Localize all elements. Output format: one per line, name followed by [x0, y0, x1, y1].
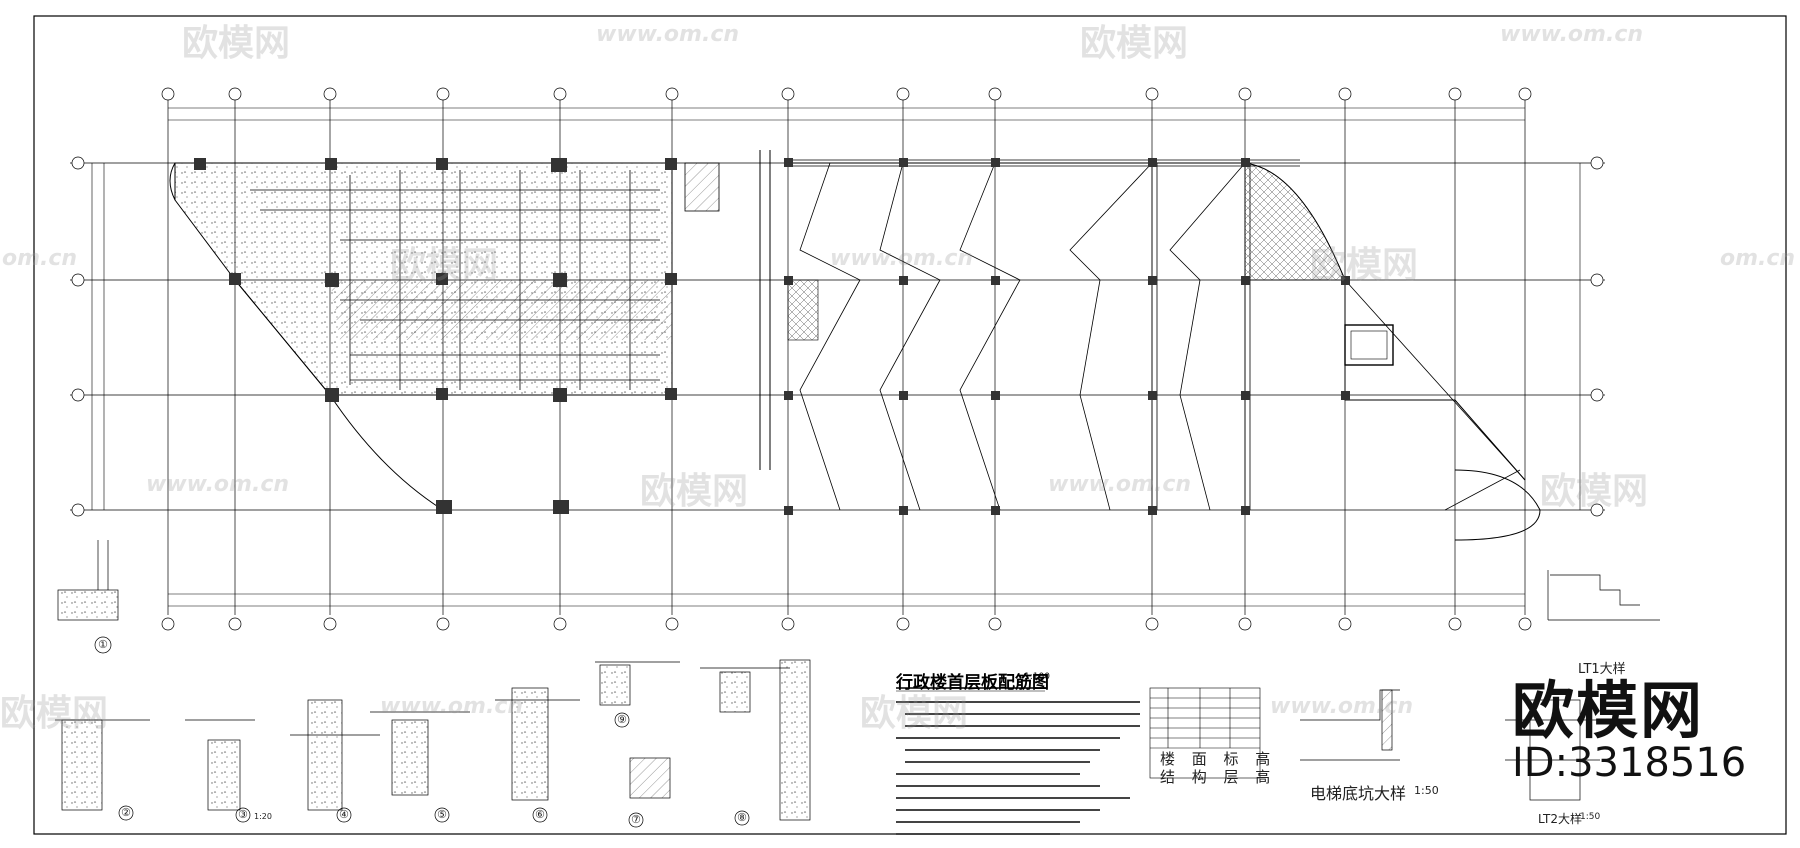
lt2-detail: [1505, 699, 1600, 801]
watermark-url: www.om.cn: [380, 694, 524, 719]
elevator-pit-detail-title: 电梯底坑大样: [1310, 784, 1407, 803]
watermark-url: www.om.cn: [1048, 472, 1192, 497]
elevator-pit-detail-scale: 1:50: [1414, 784, 1439, 797]
top-dimension-lines: [168, 107, 1525, 121]
brand-logo-text: 欧模网: [1512, 674, 1705, 747]
watermark-logo: 欧模网: [1080, 23, 1189, 64]
vertical-grid-axes: [167, 100, 1526, 615]
notes-text-lines: [896, 701, 1140, 835]
drawing-title: 行政楼首层板配筋图: [896, 673, 1049, 693]
section-detail-1: [57, 540, 119, 654]
right-slab-outline: [788, 162, 1526, 481]
section-label-7: ⑦: [631, 813, 641, 826]
watermark-logo: 欧模网: [1540, 471, 1649, 512]
slab-span-lines: [799, 162, 1246, 511]
grid-bubbles-bottom: [161, 617, 1532, 631]
section-label-5: ⑤: [437, 808, 447, 821]
left-curved-corner: [169, 162, 176, 201]
watermark-url: www.om.cn: [830, 246, 974, 271]
drawing-title-scale: 1:100: [1024, 672, 1050, 682]
grid-bubbles-side: [71, 156, 1604, 517]
watermark-logo: 欧模网: [0, 693, 109, 734]
elevator-pit-detail: [1300, 689, 1400, 761]
right-stair-curve: [1454, 469, 1541, 541]
table-label-floor-elevation: 楼 面 标 高: [1160, 750, 1277, 768]
brand-id: ID:3318516: [1512, 740, 1747, 786]
section-label-1: ①: [98, 638, 108, 651]
lt1-detail: [1547, 570, 1660, 621]
section-label-6: ⑥: [535, 808, 545, 821]
section-label-3: ③: [238, 808, 248, 821]
watermark-logo: 欧模网: [640, 471, 749, 512]
table-label-structure-height: 结 构 层 高: [1160, 768, 1277, 786]
lt1-detail-title: LT1大样: [1578, 662, 1626, 677]
watermark-logo: 欧模网: [390, 245, 499, 286]
wall-lines: [759, 150, 771, 470]
lt2-detail-title: LT2大样: [1538, 812, 1582, 826]
floor-elevation-table: [1149, 687, 1261, 779]
rebar-lines-left: [250, 170, 660, 390]
grid-bubbles-top: [161, 87, 1532, 101]
watermark-url: www.om.cn: [1270, 694, 1414, 719]
bottom-dimension-lines: [168, 593, 1525, 607]
watermark-logo: 欧模网: [182, 23, 291, 64]
watermark-url: www.om.cn: [146, 472, 290, 497]
lt2-detail-scale: 1:50: [1580, 812, 1601, 822]
section-label-4: ④: [339, 808, 349, 821]
section-details: [55, 659, 811, 828]
double-beam-lines: [788, 159, 1300, 510]
elevator-box: [1344, 324, 1394, 366]
left-slab-diagonal-band: [330, 280, 672, 340]
watermark-url-partial: om.cn: [1720, 246, 1796, 271]
stair-box: [684, 162, 720, 212]
watermark-url: www.om.cn: [596, 22, 740, 47]
section-label-2: ②: [121, 806, 131, 819]
section-label-8: ⑧: [737, 811, 747, 824]
section-scale: 1:20: [254, 812, 272, 821]
watermark-url: www.om.cn: [1500, 22, 1644, 47]
side-dimension-lines: [91, 163, 1581, 510]
watermark-url-partial: om.cn: [2, 246, 78, 271]
watermark-logo: 欧模网: [860, 693, 969, 734]
left-curved-edge: [234, 279, 444, 511]
watermark-logo: 欧模网: [1310, 245, 1419, 286]
section-label-9: ⑨: [617, 713, 627, 726]
hatched-wall-segment: [787, 279, 819, 341]
columns: [194, 158, 1350, 515]
